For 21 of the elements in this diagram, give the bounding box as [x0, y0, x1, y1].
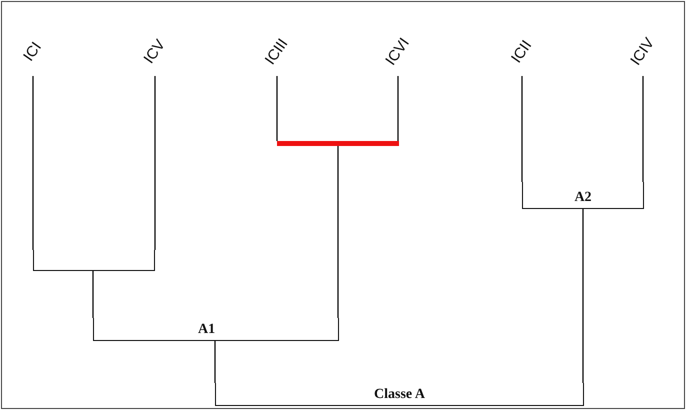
cluster-label: A2 [574, 190, 592, 206]
dendrogram-line [397, 76, 399, 141]
dendrogram-line [642, 76, 644, 182]
cluster-label: Classe A [374, 387, 425, 403]
cluster-label: A1 [198, 322, 216, 338]
dendrogram-line [214, 341, 216, 383]
cluster-bracket [522, 182, 644, 209]
cluster-bracket [215, 383, 584, 406]
leaf-label: ICV [141, 37, 169, 67]
dendrogram-line [154, 76, 156, 250]
cluster-bracket [93, 318, 339, 341]
dendrogram-line [582, 209, 584, 383]
leaf-label: ICI [20, 40, 46, 64]
leaf-label: ICII [508, 38, 536, 66]
highlight-bar [277, 141, 399, 146]
dendrogram-line [337, 146, 339, 318]
dendrogram-line [92, 271, 94, 318]
cluster-bracket [33, 250, 155, 271]
dendrogram-line [32, 76, 34, 250]
dendrogram-line [521, 76, 523, 182]
dendrogram-line [276, 76, 278, 141]
